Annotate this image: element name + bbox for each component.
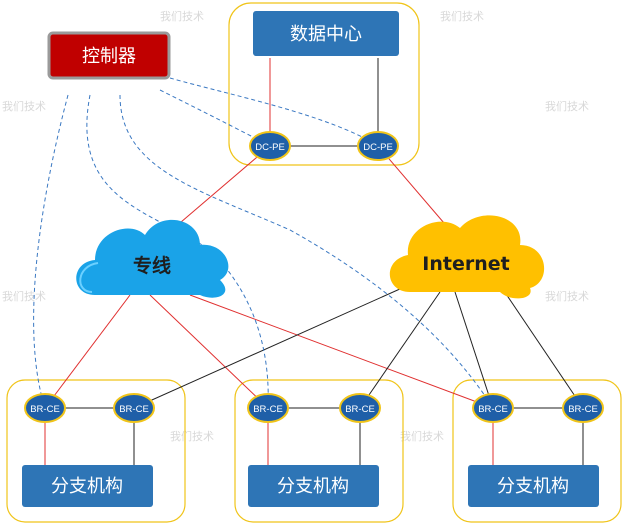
branch-label: 分支机构 (277, 476, 349, 497)
br-ce-label: BR-CE (568, 404, 598, 415)
internet-label: Internet (422, 253, 509, 275)
branch-box (248, 465, 379, 507)
br-ce-label: BR-CE (478, 404, 508, 415)
controller-label: 控制器 (82, 46, 136, 67)
private-line-cloud-icon (76, 219, 229, 298)
br-ce-label: BR-CE (30, 404, 60, 415)
watermark-text: 我们技术 (2, 99, 46, 113)
br-ce-node (24, 393, 66, 423)
br-ce-label: BR-CE (119, 404, 149, 415)
branch-label: 分支机构 (51, 476, 123, 497)
watermark-text: 我们技术 (545, 289, 589, 303)
branch-label: 分支机构 (497, 476, 569, 497)
watermark-text: 我们技术 (545, 99, 589, 113)
private-line-label: 专线 (133, 254, 171, 277)
branch-group-frame-1 (6, 379, 186, 523)
watermark-text: 我们技术 (170, 429, 214, 443)
watermark-layer: 我们技术 我们技术 我们技术 我们技术 我们技术 我们技术 我们技术 我们技术 (2, 9, 589, 443)
watermark-text: 我们技术 (400, 429, 444, 443)
br-ce-node (339, 393, 381, 423)
branch-box (468, 465, 599, 507)
dc-pe-right-label: DC-PE (363, 142, 393, 153)
datacenter-group-frame (228, 2, 420, 166)
datacenter-label: 数据中心 (290, 24, 362, 45)
br-ce-node (472, 393, 514, 423)
branch-group-frame-2 (234, 379, 404, 523)
private-line-links (44, 58, 494, 490)
watermark-text: 我们技术 (2, 289, 46, 303)
branch-box (22, 465, 153, 507)
br-ce-node (113, 393, 155, 423)
watermark-text: 我们技术 (160, 9, 204, 23)
dc-pe-left-label: DC-PE (255, 142, 285, 153)
dc-pe-node-left (249, 131, 291, 161)
internet-cloud-icon (389, 215, 545, 299)
br-ce-node (247, 393, 289, 423)
controller-box (47, 31, 171, 80)
br-ce-label: BR-CE (345, 404, 375, 415)
datacenter-box (253, 11, 399, 56)
br-ce-node (562, 393, 604, 423)
dc-pe-node-right (357, 131, 399, 161)
br-ce-label: BR-CE (253, 404, 283, 415)
watermark-text: 我们技术 (440, 9, 484, 23)
branch-group-frame-3 (452, 379, 622, 523)
